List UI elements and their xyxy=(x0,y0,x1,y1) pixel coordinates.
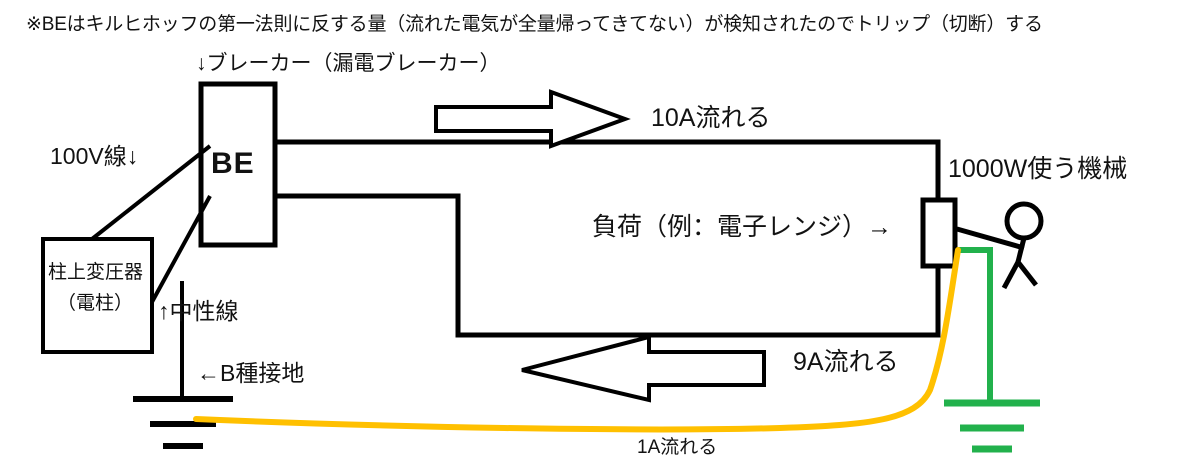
machine-power-label: 1000W使う機械 xyxy=(948,155,1128,183)
current-out-label: 10A流れる xyxy=(651,104,771,132)
protective-earth-wire xyxy=(957,247,993,403)
breaker-caption: ↓ブレーカー（漏電ブレーカー） xyxy=(196,52,501,75)
stick-figure-arm xyxy=(956,226,1025,251)
breaker-label: BE xyxy=(211,147,255,180)
load-box xyxy=(920,197,958,269)
load-label: 負荷（例：電子レンジ）→ xyxy=(592,213,893,241)
live-conductor-path xyxy=(275,139,941,200)
supply-line-neutral-diagonal xyxy=(150,195,212,303)
breaker-box xyxy=(198,81,278,248)
supply-line-100v xyxy=(90,144,212,241)
leak-current-path xyxy=(193,247,961,433)
leak-current-label: 1A流れる xyxy=(637,437,718,458)
transformer-label-line2: （電柱） xyxy=(57,293,134,314)
stick-figure-leg-left xyxy=(1001,260,1021,290)
stick-figure-leg-right xyxy=(1016,260,1038,287)
block-arrow-right-icon xyxy=(434,89,631,149)
transformer-label-line1: 柱上変圧器 xyxy=(48,262,144,283)
kirchhoff-note: ※BEはキルヒホッフの第一法則に反する量（流れた電気が全量帰ってきてない）が検知… xyxy=(26,14,1043,35)
neutral-line-label: ↑中性線 xyxy=(158,298,239,324)
current-return-label: 9A流れる xyxy=(793,348,899,376)
pole-transformer-box xyxy=(41,237,154,354)
stick-figure-head-icon xyxy=(1004,201,1044,241)
block-arrow-left-icon xyxy=(521,334,766,403)
supply-line-label: 100V線↓ xyxy=(50,143,139,169)
b-type-ground-label: ←B種接地 xyxy=(197,360,305,386)
return-conductor-path xyxy=(275,193,941,338)
stick-figure-body xyxy=(1015,237,1027,263)
